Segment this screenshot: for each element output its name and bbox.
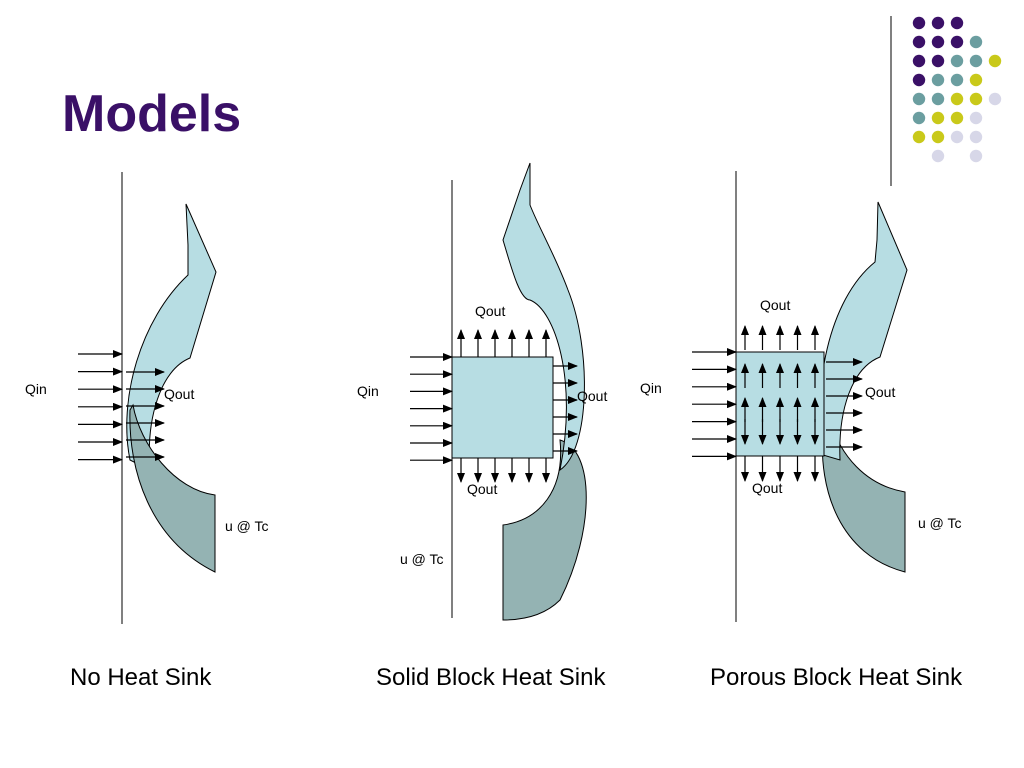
model-2-solid-block	[410, 162, 587, 621]
decorative-dot	[969, 111, 983, 125]
decorative-dot	[969, 54, 983, 68]
decorative-dot	[912, 54, 926, 68]
model-3-flow-upper	[819, 201, 908, 461]
model-2-qin-label: Qin	[357, 383, 379, 399]
decorative-dot	[950, 16, 964, 30]
decorative-dot	[950, 92, 964, 106]
model-2-labels: Qin Qout Qout Qout u @ Tc	[357, 303, 607, 567]
decorative-dot	[988, 92, 1002, 106]
decorative-dot	[912, 130, 926, 144]
decorative-dot	[931, 54, 945, 68]
model-2-qout-top-label: Qout	[475, 303, 505, 319]
decorative-dot	[969, 73, 983, 87]
model-2-u-tc-label: u @ Tc	[400, 551, 444, 567]
model-2-solid-block	[451, 356, 554, 459]
decorative-dot	[969, 92, 983, 106]
model-1-flow-upper	[126, 203, 217, 471]
model-3-labels: Qin Qout Qout Qout u @ Tc	[640, 297, 962, 531]
decorative-dot	[912, 73, 926, 87]
decorative-dot	[912, 111, 926, 125]
decorative-dot	[912, 35, 926, 49]
model-3-qout-bottom-label: Qout	[752, 480, 782, 496]
model-3-flow-lower	[821, 418, 906, 573]
model-1-u-tc-label: u @ Tc	[225, 518, 269, 534]
model-2-flow-lower	[502, 439, 587, 621]
model-2-caption: Solid Block Heat Sink	[376, 664, 606, 691]
model-1-caption: No Heat Sink	[70, 664, 212, 691]
decorative-dot	[912, 16, 926, 30]
decorative-dot	[969, 35, 983, 49]
decorative-dot	[950, 35, 964, 49]
slide-title: Models	[62, 85, 242, 143]
model-1-labels: Qin Qout u @ Tc	[25, 381, 269, 534]
model-2-qout-bottom-label: Qout	[467, 481, 497, 497]
model-3-porous-block	[692, 171, 908, 622]
decorative-dot	[950, 111, 964, 125]
decorative-dot	[969, 130, 983, 144]
decorative-dot	[931, 16, 945, 30]
decorative-dot	[988, 54, 1002, 68]
model-1-no-heat-sink	[78, 172, 217, 624]
decorative-dot	[950, 130, 964, 144]
model-1-qin-label: Qin	[25, 381, 47, 397]
decorative-dot	[931, 130, 945, 144]
decorative-dot	[950, 73, 964, 87]
decorative-dot	[931, 73, 945, 87]
decorative-dot	[931, 92, 945, 106]
decorative-dot-grid	[912, 16, 1002, 163]
model-3-qout-side-label: Qout	[865, 384, 895, 400]
model-2-qout-side-label: Qout	[577, 388, 607, 404]
decorative-dot	[950, 54, 964, 68]
model-2-flow-upper	[502, 162, 585, 472]
model-3-qout-top-label: Qout	[760, 297, 790, 313]
model-3-u-tc-label: u @ Tc	[918, 515, 962, 531]
decorative-dot	[969, 149, 983, 163]
decorative-dot	[931, 149, 945, 163]
model-3-qin-label: Qin	[640, 380, 662, 396]
decorative-dot	[912, 92, 926, 106]
decorative-dot	[931, 111, 945, 125]
model-3-caption: Porous Block Heat Sink	[710, 664, 963, 691]
decorative-dot	[931, 35, 945, 49]
model-1-qout-label: Qout	[164, 386, 194, 402]
